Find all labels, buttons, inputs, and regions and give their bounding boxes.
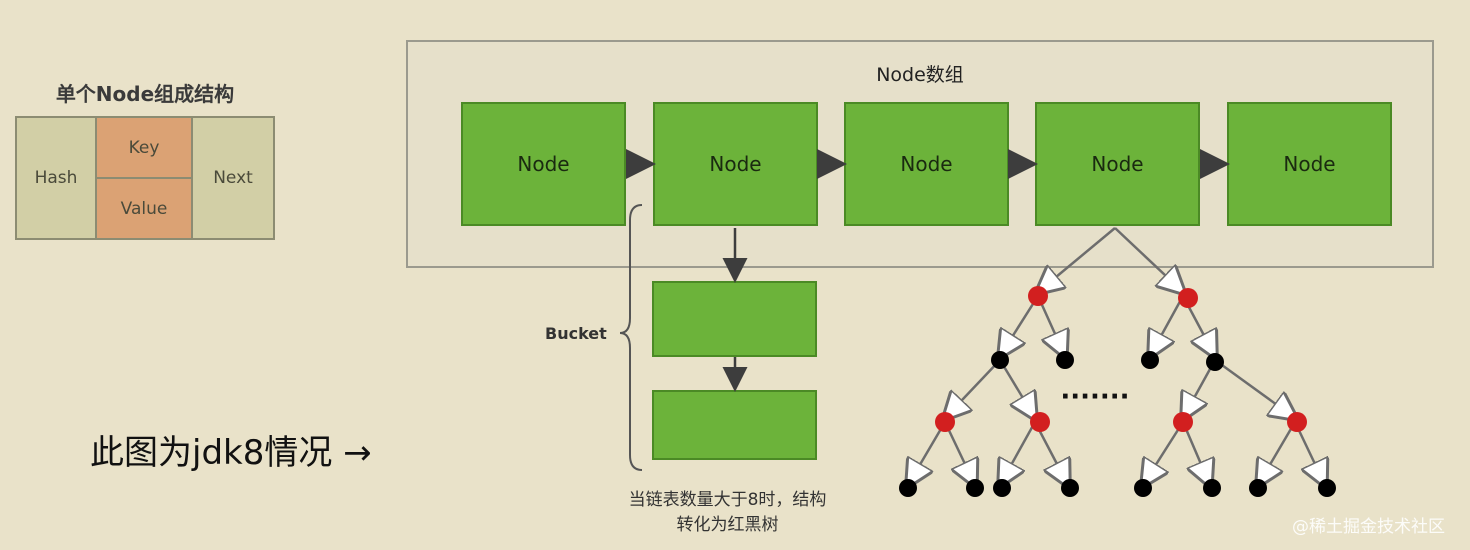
black-tree-node xyxy=(899,479,917,497)
note-line-2: 转化为红黑树 xyxy=(676,515,779,535)
black-tree-node xyxy=(993,479,1011,497)
tree-edge-arrow xyxy=(1181,421,1210,485)
tree-edge-arrow xyxy=(1183,359,1217,418)
tree-edge-arrow xyxy=(1143,421,1185,485)
bucket-brace xyxy=(619,204,643,471)
hash-cell: Hash xyxy=(15,116,97,240)
tree-edge-arrow xyxy=(1150,295,1185,356)
watermark: @稀土掘金技术社区 xyxy=(1292,517,1445,537)
black-tree-node xyxy=(1056,351,1074,369)
black-tree-node xyxy=(1318,479,1336,497)
array-node: Node xyxy=(653,102,818,226)
red-black-tree-note: 当链表数量大于8时，结构 转化为红黑树 xyxy=(600,488,855,538)
red-tree-node xyxy=(1173,412,1193,432)
tree-edge-arrow xyxy=(1258,421,1297,485)
tree-edge-arrow xyxy=(1036,295,1065,356)
black-tree-node xyxy=(991,351,1009,369)
tree-edge-arrow xyxy=(1114,227,1183,292)
tree-edge-arrow xyxy=(1214,358,1295,418)
array-node: Node xyxy=(1227,102,1392,226)
red-black-tree xyxy=(899,227,1336,497)
node-structure-title: 单个Node组成结构 xyxy=(55,82,235,106)
tree-edge-arrow xyxy=(943,421,975,485)
tree-edge-arrow xyxy=(945,359,1001,418)
black-tree-node xyxy=(1206,353,1224,371)
black-tree-node xyxy=(1249,479,1267,497)
red-tree-node xyxy=(935,412,955,432)
tree-edge-arrow xyxy=(1000,421,1037,485)
node-array-title: Node数组 xyxy=(876,64,964,86)
bucket-label: Bucket xyxy=(545,324,607,343)
tree-edge-arrow xyxy=(998,359,1035,418)
black-tree-node xyxy=(1061,479,1079,497)
bucket-node xyxy=(652,281,817,357)
red-tree-node xyxy=(1178,288,1198,308)
black-tree-node xyxy=(1203,479,1221,497)
next-cell: Next xyxy=(191,116,275,240)
array-node: Node xyxy=(844,102,1009,226)
tree-edge-arrow xyxy=(1038,227,1116,292)
array-node: Node xyxy=(1035,102,1200,226)
tree-edge-arrow xyxy=(1033,421,1068,485)
black-tree-node xyxy=(1134,479,1152,497)
tree-ellipsis: ······· xyxy=(1060,382,1129,412)
tree-edge-arrow xyxy=(908,421,947,485)
black-tree-node xyxy=(966,479,984,497)
value-cell: Value xyxy=(95,177,193,240)
red-tree-node xyxy=(1030,412,1050,432)
red-tree-node xyxy=(1028,286,1048,306)
array-node: Node xyxy=(461,102,626,226)
black-tree-node xyxy=(1141,351,1159,369)
note-line-1: 当链表数量大于8时，结构 xyxy=(628,490,827,510)
jdk8-caption: 此图为jdk8情况 → xyxy=(90,433,372,473)
tree-edge-arrow xyxy=(1000,295,1040,356)
red-tree-node xyxy=(1287,412,1307,432)
tree-edge-arrow xyxy=(1293,421,1325,485)
